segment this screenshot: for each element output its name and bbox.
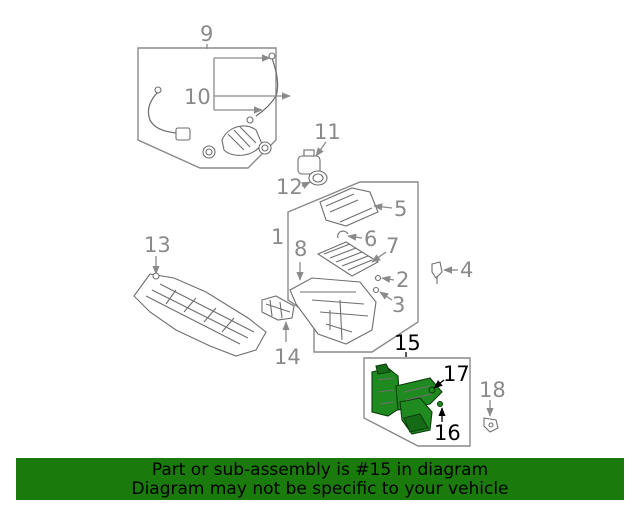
callout-9: 9: [200, 22, 213, 46]
group-9-intake-hoses: [137, 44, 279, 169]
callout-5: 5: [394, 197, 407, 221]
callout-8: 8: [294, 237, 307, 261]
banner-line-1: Part or sub-assembly is #15 in diagram: [151, 460, 489, 480]
part-4-bolt: [431, 261, 458, 284]
group-1-air-cleaner: [287, 181, 419, 353]
callout-18: 18: [479, 378, 506, 402]
group-9-outline: [137, 47, 277, 169]
callout-13: 13: [144, 233, 171, 257]
callout-4: 4: [460, 258, 473, 282]
group-15-outline: [363, 357, 471, 447]
callout-11: 11: [314, 120, 341, 144]
callout-12: 12: [276, 175, 303, 199]
part-11-maf-sensor: [297, 141, 327, 175]
part-18-screw: [483, 400, 499, 433]
group-15-resonator: [363, 352, 471, 447]
part-14-bracket: [261, 295, 295, 342]
part-12-gasket: [301, 170, 328, 189]
callout-15: 15: [394, 331, 421, 355]
callout-7: 7: [386, 234, 399, 258]
highlight-notice-banner: Part or sub-assembly is #15 in diagram D…: [16, 458, 624, 500]
part-13-cover: [133, 256, 267, 357]
callout-17: 17: [443, 362, 470, 386]
callout-16: 16: [434, 421, 461, 445]
callout-10: 10: [184, 85, 211, 109]
callout-14: 14: [274, 345, 301, 369]
group-1-outline: [287, 181, 419, 353]
callout-3: 3: [392, 293, 405, 317]
callout-10-leaders: [213, 54, 291, 114]
banner-line-2: Diagram may not be specific to your vehi…: [131, 479, 509, 499]
callout-6: 6: [364, 227, 377, 251]
callout-2: 2: [396, 268, 409, 292]
callout-1: 1: [271, 225, 284, 249]
